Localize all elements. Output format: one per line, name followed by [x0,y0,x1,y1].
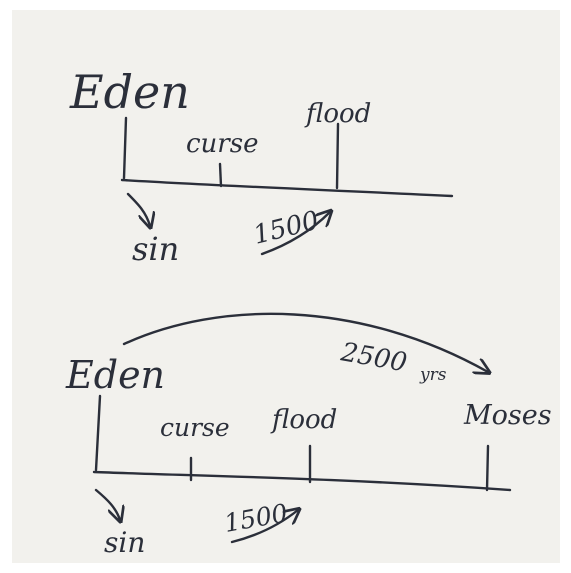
timeline-top-baseline [120,178,454,198]
timeline-bottom-span-unit: yrs [419,365,447,385]
timeline-bottom-baseline [92,470,512,492]
paper-sheet [12,10,560,563]
timeline-bottom-interval-arrow [230,510,298,544]
timeline-bottom: 2500 yrs Eden curse flood Moses sin 1500 [65,312,552,559]
timeline-bottom-sin-arrow [94,488,120,520]
timeline-bottom-event-label-flood: flood [270,405,337,435]
timeline-top-interval-arrow [260,212,330,256]
timeline-top-start-tick [122,116,128,180]
timeline-bottom-event-tick-moses [485,444,490,492]
timeline-top-event-label-curse: curse [186,129,258,159]
timeline-bottom-event-label-curse: curse [160,413,230,442]
timeline-bottom-event-label-moses: Moses [463,400,552,431]
timeline-bottom-start-tick [94,394,102,472]
timeline-bottom-sin-label: sin [104,526,145,559]
timeline-top-sin-label: sin [132,230,179,268]
timeline-top-event-tick-flood [335,122,340,190]
timeline-top-start-label: Eden [69,65,190,119]
timeline-bottom-start-label: Eden [65,353,165,397]
timeline-top-sin-arrow [126,192,150,226]
timeline-top-event-tick-curse [218,162,223,188]
timeline-top-event-label-flood: flood [304,99,371,129]
timeline-bottom-span-arrow [122,312,488,372]
